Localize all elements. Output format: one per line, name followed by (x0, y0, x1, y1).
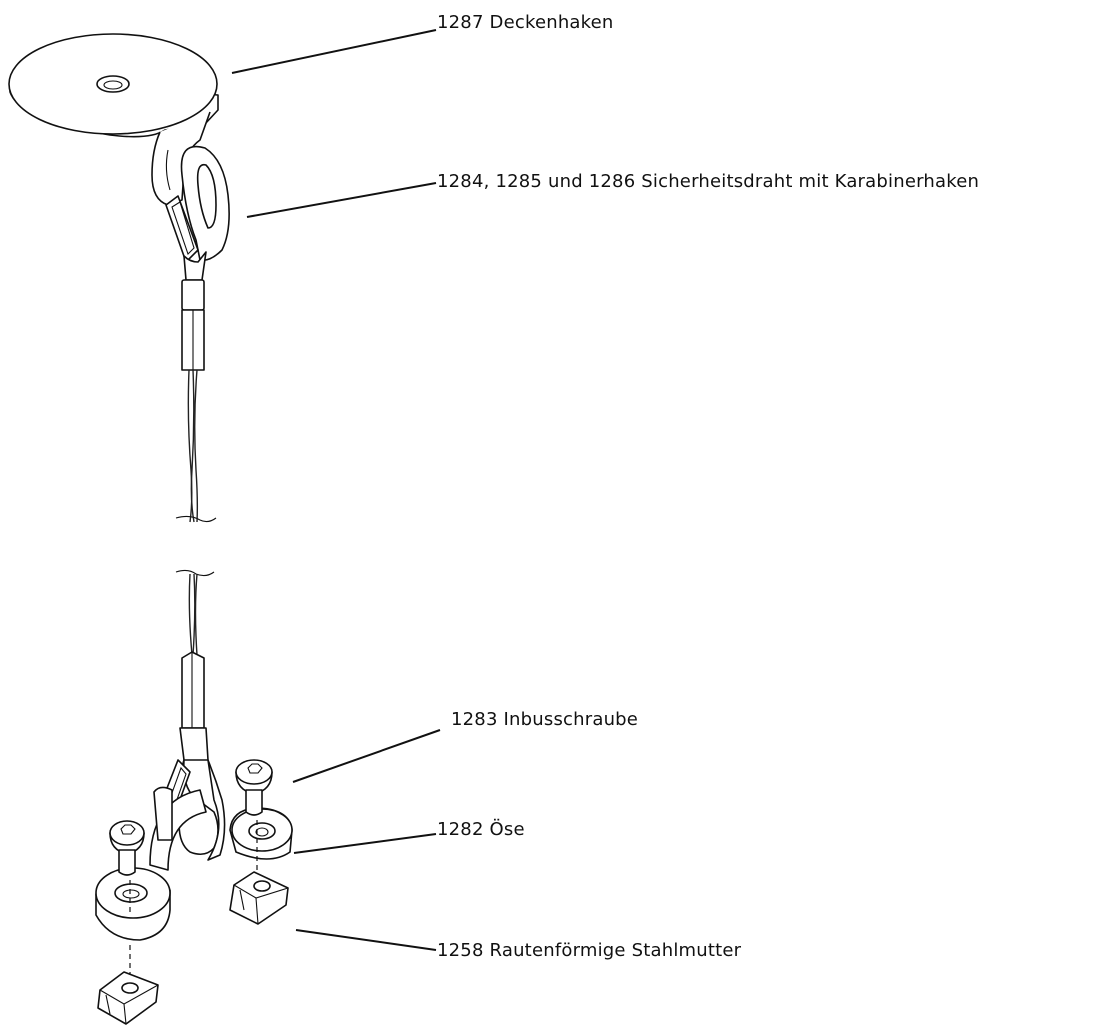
screw-right-part (235, 759, 273, 870)
lower-sling-part (149, 651, 226, 871)
leader-stahlmutter (295, 929, 437, 951)
callout-deckenhaken: 1287 Deckenhaken (437, 12, 614, 33)
lower-cable (175, 569, 215, 656)
callout-sicherheitsdraht: 1284, 1285 und 1286 Sicherheitsdraht mit… (437, 171, 980, 192)
leader-sicherheitsdraht (246, 182, 437, 218)
leader-inbusschraube (292, 729, 441, 783)
callout-stahlmutter: 1258 Rautenförmige Stahlmutter (437, 940, 742, 961)
callout-oese: 1282 Öse (437, 819, 525, 840)
eyelet-left-part (95, 867, 171, 941)
callout-inbusschraube: 1283 Inbusschraube (451, 709, 639, 730)
leader-oese (293, 833, 437, 854)
eyelet-right-part (229, 807, 293, 860)
steel-nut-left-part (97, 971, 159, 1025)
leader-deckenhaken (231, 29, 437, 74)
upper-carabiner-part (165, 145, 230, 371)
upper-cable (175, 369, 217, 523)
ceiling-hook-part (8, 33, 219, 206)
steel-nut-right-part (229, 871, 289, 925)
